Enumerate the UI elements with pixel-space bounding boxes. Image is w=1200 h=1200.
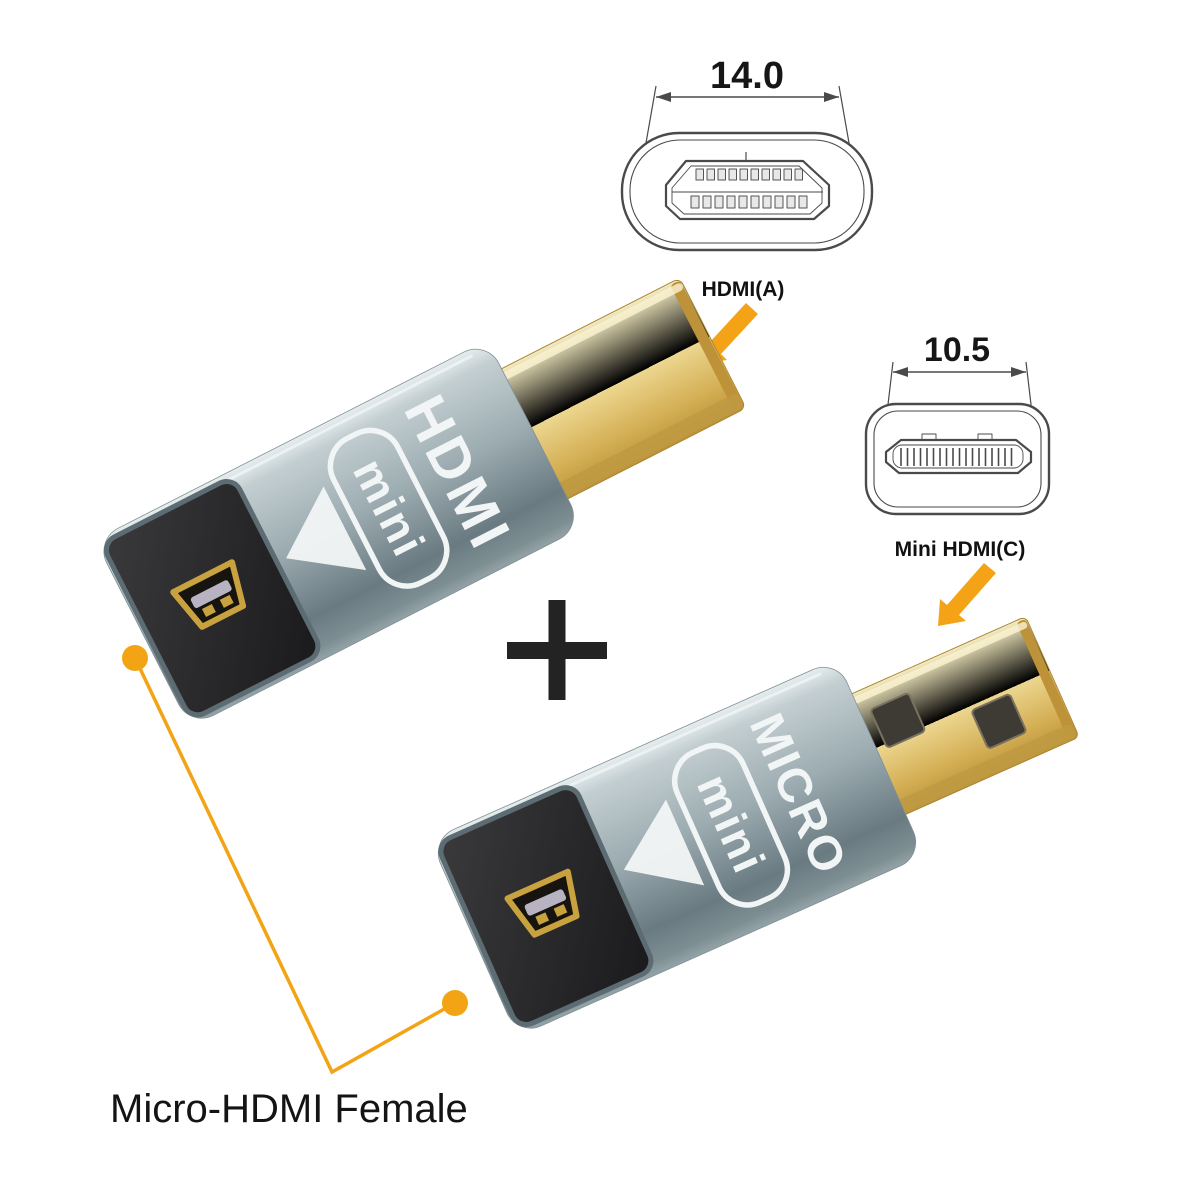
mini-c-pins: [900, 448, 1013, 466]
mini-hdmi-c-label: Mini HDMI(C): [895, 538, 1026, 561]
connector-slot: [971, 693, 1027, 749]
micro-hdmi-female-label: Micro-HDMI Female: [110, 1087, 468, 1131]
hdmi-male-connector: [490, 279, 745, 504]
connector-slot: [870, 692, 926, 748]
adapter-micro-mini: mini MICRO: [437, 617, 1078, 1029]
hdmi-a-diagram: 14.0 HDMI(A): [620, 55, 874, 364]
dimension-line: [642, 85, 853, 161]
plus-sign: [507, 600, 607, 700]
callout-dot-icon: [122, 645, 148, 671]
triangle-decal-icon: [623, 799, 705, 886]
mini-decal-frame: [671, 742, 791, 908]
dimension-line: [884, 361, 1035, 431]
mini-decal-frame: [327, 427, 450, 589]
callout-line: [133, 657, 456, 1075]
triangle-decal-icon: [286, 486, 367, 571]
micro-hdmi-female-callout: Micro-HDMI Female: [110, 645, 468, 1131]
callout-dot-icon: [442, 990, 468, 1016]
hdmi-a-label: HDMI(A): [702, 278, 785, 301]
hdmi-a-pins: [690, 168, 808, 209]
mini-hdmi-c-diagram: 10.5 Mini HDMI(C): [864, 331, 1051, 626]
hdmi-a-connector-outline: [664, 152, 831, 221]
orange-arrow-icon: [938, 563, 996, 626]
micro-hdmi-female-port: [170, 559, 247, 630]
mini-c-connector-outline: [884, 433, 1033, 475]
micro-hdmi-female-port: [504, 868, 580, 938]
mini-hdmi-male-connector: [835, 617, 1078, 822]
mini-c-shell-inner: [873, 410, 1042, 508]
hdmi-a-dimension-value: 14.0: [710, 55, 784, 97]
mini-hdmi-c-dimension-value: 10.5: [924, 331, 990, 369]
hdmi-a-shell-inner: [629, 139, 865, 244]
adapter-hdmi-mini: mini HDMI: [103, 279, 745, 719]
